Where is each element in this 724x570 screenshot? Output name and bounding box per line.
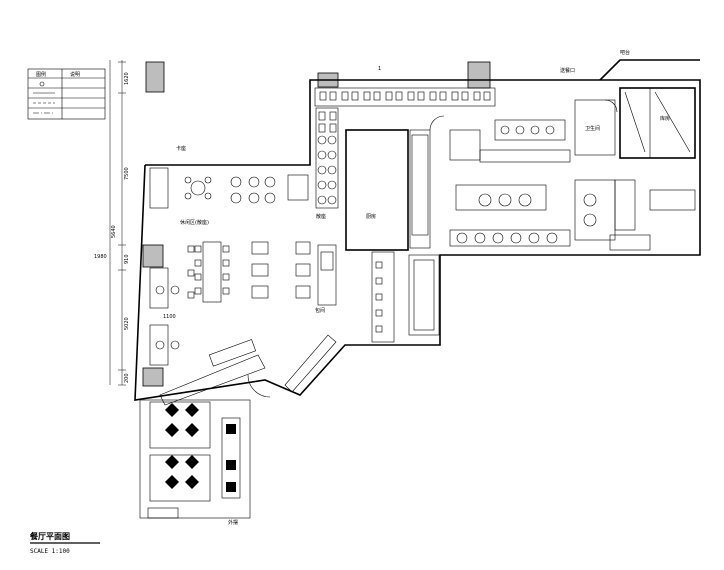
plan-title: 餐厅平面图 bbox=[29, 531, 70, 541]
dim-side: 1980 bbox=[94, 254, 107, 260]
dimension-chain: 1620 7500 5640 910 5020 200 1980 bbox=[94, 60, 130, 386]
kitchen-equipment bbox=[449, 119, 636, 247]
central-bar bbox=[317, 244, 440, 343]
legend-header-desc: 说明 bbox=[70, 71, 80, 78]
door-swings bbox=[247, 99, 618, 398]
dim-1: 1620 bbox=[124, 72, 130, 85]
top-seating-row: 1 bbox=[314, 66, 496, 107]
terrace: 外摆 bbox=[139, 399, 251, 526]
legend-table: 图例 说明 bbox=[27, 68, 106, 120]
outer-walls bbox=[134, 59, 701, 401]
note-bar: 吧台 bbox=[620, 49, 630, 56]
storage-label: 库房 bbox=[660, 115, 670, 122]
note-room: 包间 bbox=[315, 307, 325, 314]
legend-symbol-circle-icon bbox=[39, 81, 45, 87]
round-tables bbox=[230, 174, 309, 204]
note-seat: 散座 bbox=[316, 213, 326, 220]
booth-column bbox=[315, 107, 339, 209]
dim-3: 5640 bbox=[111, 225, 117, 238]
table-sets bbox=[187, 241, 311, 303]
kitchen-label: 厨房 bbox=[366, 213, 376, 220]
column-markers bbox=[142, 61, 491, 387]
dim-2: 7500 bbox=[124, 167, 130, 180]
legend-header-symbol: 图例 bbox=[36, 71, 46, 78]
note-booth: 卡座 bbox=[176, 145, 186, 152]
note-pass: 送餐口 bbox=[560, 67, 575, 74]
dim-5: 5020 bbox=[124, 317, 130, 330]
sofa-seating-left bbox=[149, 167, 212, 366]
terrace-label: 外摆 bbox=[228, 519, 238, 526]
dim-7: 1100 bbox=[163, 314, 176, 320]
kitchen-block: 厨房 bbox=[345, 129, 431, 251]
dining-zone-label: 休闲区(散座) bbox=[180, 219, 209, 226]
back-rooms: 库房 卫生间 bbox=[574, 87, 696, 251]
dim-6: 200 bbox=[124, 373, 130, 383]
plan-scale: SCALE 1:100 bbox=[30, 548, 70, 555]
wc-label: 卫生间 bbox=[585, 125, 600, 132]
dim-4: 910 bbox=[124, 254, 130, 264]
angled-bar bbox=[159, 334, 337, 406]
top-tag: 1 bbox=[378, 66, 381, 72]
